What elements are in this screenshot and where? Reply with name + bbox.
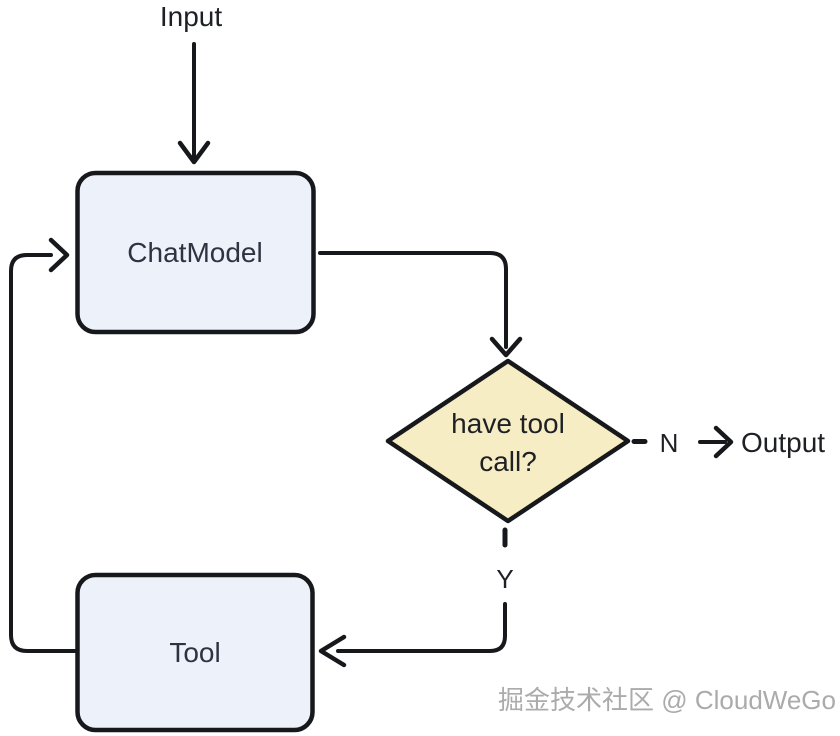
no-branch: N bbox=[631, 425, 734, 459]
chatmodel-to-decision-line bbox=[318, 251, 508, 349]
yes-to-tool-line bbox=[336, 602, 507, 653]
output-arrowhead-icon bbox=[713, 425, 734, 459]
chatmodel-node: ChatModel bbox=[75, 170, 316, 335]
chatmodel-label: ChatModel bbox=[127, 237, 262, 268]
tool-to-chatmodel-loop-arrow bbox=[9, 237, 79, 653]
decision-arrowhead-icon bbox=[489, 336, 523, 358]
decision-diamond bbox=[385, 358, 631, 524]
no-label: N bbox=[660, 428, 679, 458]
decision-node: have tool call? bbox=[385, 358, 631, 524]
output-label: Output bbox=[741, 427, 825, 458]
loop-line bbox=[9, 253, 79, 653]
input-label: Input bbox=[160, 1, 222, 32]
tool-arrowhead-icon bbox=[318, 634, 347, 668]
yes-label: Y bbox=[496, 564, 513, 594]
chatmodel-to-decision-arrow bbox=[318, 251, 523, 358]
chatmodel-arrowhead-icon bbox=[48, 237, 70, 273]
input-to-chatmodel-arrow bbox=[177, 42, 211, 165]
yes-branch: Y bbox=[318, 527, 514, 668]
tool-label: Tool bbox=[169, 637, 220, 668]
decision-label-line2: call? bbox=[479, 446, 537, 477]
tool-node: Tool bbox=[75, 572, 315, 733]
chatmodel-box bbox=[75, 170, 316, 335]
input-arrowhead-icon bbox=[177, 140, 211, 165]
watermark: 掘金技术社区 @ CloudWeGo bbox=[498, 685, 836, 715]
decision-label-line1: have tool bbox=[451, 408, 565, 439]
